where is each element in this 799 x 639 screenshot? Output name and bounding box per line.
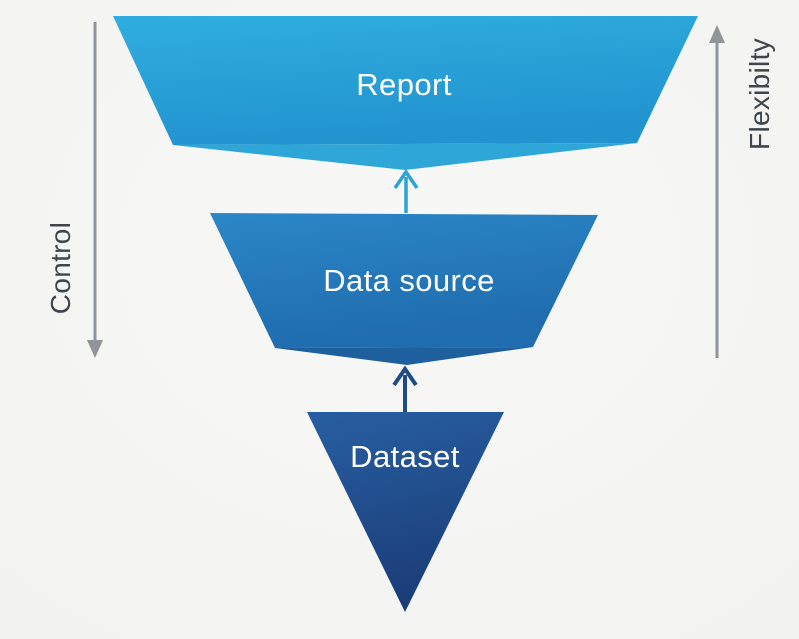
up-arrow-data-source-to-report (393, 168, 419, 213)
control-axis-label: Control (45, 221, 76, 315)
flexibility-axis-label: Flexibilty (744, 38, 775, 150)
data-source-label: Data source (323, 263, 495, 298)
dataset-label: Dataset (350, 439, 460, 474)
data-source-segment-fold (275, 347, 533, 365)
report-label: Report (356, 67, 452, 102)
report-segment-fold (173, 143, 637, 170)
up-arrowhead-icon (709, 25, 725, 43)
data-source-segment (210, 213, 598, 348)
down-arrowhead-icon (87, 340, 103, 358)
up-arrow-dataset-to-data-source (392, 365, 418, 412)
dataset-segment (307, 412, 504, 612)
report-segment (113, 16, 698, 145)
